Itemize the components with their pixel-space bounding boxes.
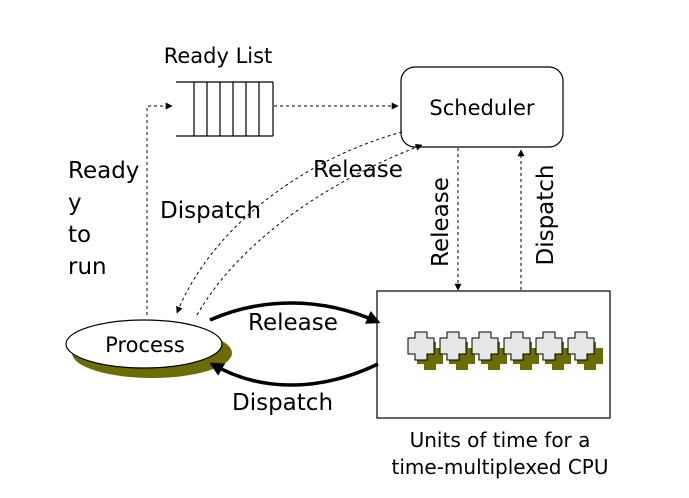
- solid-dispatch-label: Dispatch: [232, 390, 333, 416]
- ready-to-run-label: Ready y to run: [68, 158, 139, 280]
- scheduler-node: Scheduler: [400, 66, 564, 148]
- solid-release-label: Release: [248, 310, 338, 336]
- ready-list-queue: [176, 81, 274, 137]
- scheduler-label: Scheduler: [429, 96, 534, 120]
- svg-text:Ready: Ready: [68, 158, 139, 184]
- cpu-node: [376, 290, 611, 419]
- edge-scheduler-to-process-dispatch: [176, 131, 403, 314]
- edge-process-to-cpu-release: [209, 301, 381, 324]
- edge-cpu-to-process-dispatch: [209, 362, 379, 387]
- vertical-dispatch-label: Dispatch: [533, 164, 559, 265]
- edge-process-to-scheduler-release: [196, 143, 423, 316]
- ready-list-label: Ready List: [164, 44, 273, 68]
- svg-text:to: to: [68, 222, 91, 248]
- curve-dispatch-label: Dispatch: [160, 198, 261, 224]
- cpu-caption-line1: Units of time for a: [410, 428, 591, 452]
- svg-text:y: y: [68, 190, 82, 216]
- process-node: Process: [65, 319, 232, 378]
- process-label: Process: [105, 333, 185, 357]
- svg-text:run: run: [68, 254, 107, 280]
- curve-release-label: Release: [313, 157, 403, 183]
- vertical-release-label: Release: [428, 177, 454, 267]
- cpu-caption-line2: time-multiplexed CPU: [392, 455, 609, 479]
- cpu-time-units: [407, 331, 603, 370]
